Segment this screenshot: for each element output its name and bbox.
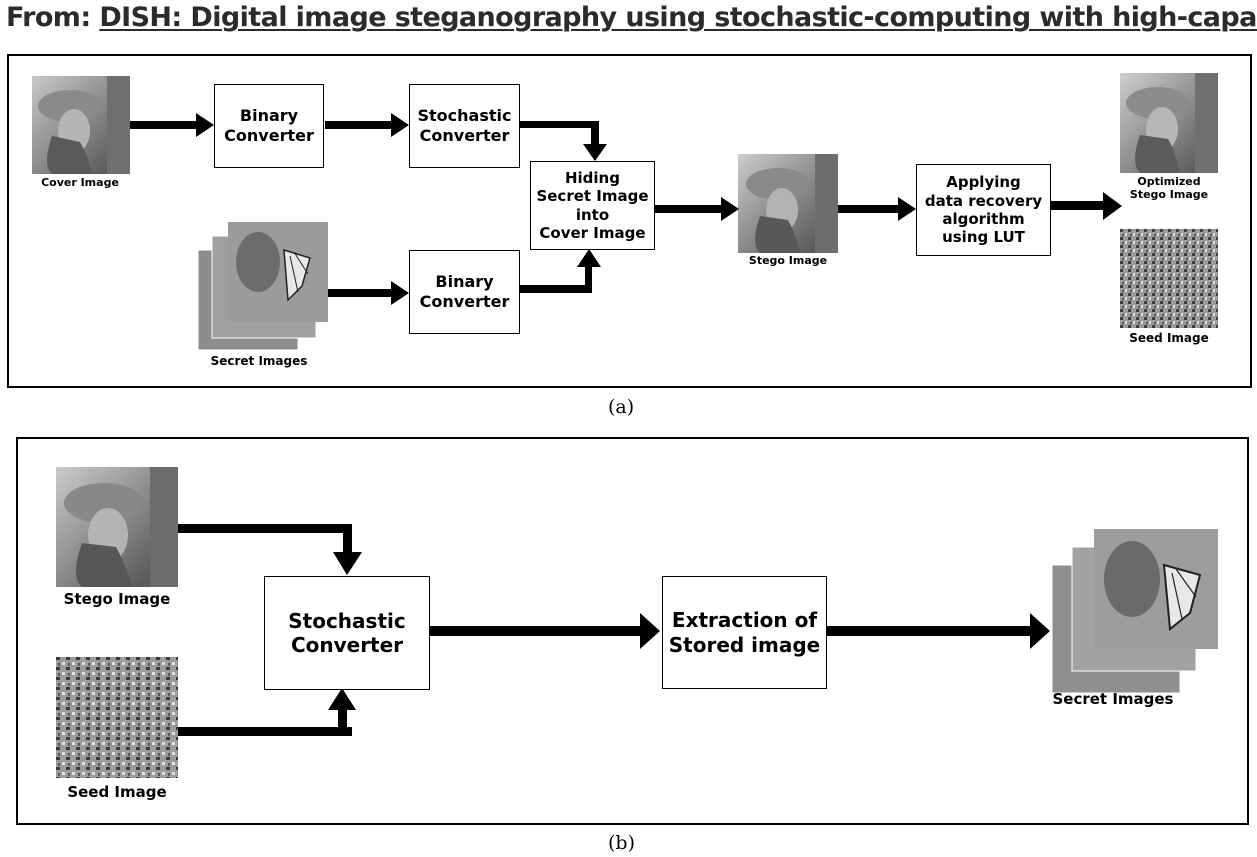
- arrow-stego-to-recovery: [838, 197, 916, 221]
- arrow-binary-to-stochastic: [325, 113, 409, 137]
- arrow-stochastic-to-hiding: [520, 121, 607, 161]
- arrow-stego-to-stochastic-b: [178, 524, 362, 575]
- binary-converter-box-2: Binary Converter: [409, 250, 520, 334]
- stego-image-caption-b: Stego Image: [63, 590, 171, 608]
- arrow-binary-to-hiding: [520, 249, 601, 293]
- secret-images-stack: [198, 222, 328, 350]
- arrow-secret-to-binary: [328, 281, 409, 305]
- stego-image: [738, 154, 838, 253]
- binary-converter-box-1: Binary Converter: [214, 84, 324, 168]
- seed-image-b: [56, 657, 178, 778]
- stochastic-converter-box: Stochastic Converter: [409, 84, 520, 168]
- data-recovery-box: Applying data recovery algorithm using L…: [916, 164, 1051, 256]
- optimized-stego-caption: Optimized Stego Image: [1129, 175, 1209, 202]
- source-header: From: DISH: Digital image steganography …: [6, 2, 1257, 33]
- paper-title-link[interactable]: DISH: Digital image steganography using …: [99, 2, 1257, 33]
- arrow-seed-to-stochastic-b: [178, 688, 356, 736]
- optimized-stego-image: [1120, 73, 1218, 173]
- stochastic-converter-box-b: Stochastic Converter: [264, 576, 430, 690]
- seed-image: [1120, 229, 1218, 328]
- arrow-extraction-to-secret: [827, 613, 1050, 649]
- hiding-secret-image-box: Hiding Secret Image into Cover Image: [530, 161, 655, 250]
- secret-images-caption: Secret Images: [210, 354, 308, 368]
- arrow-recovery-to-optimized: [1051, 192, 1122, 220]
- extraction-box: Extraction of Stored image: [662, 576, 827, 689]
- panel-a-label: (a): [608, 396, 635, 418]
- header-prefix: From:: [6, 2, 91, 33]
- panel-b-label: (b): [608, 832, 635, 854]
- stego-image-caption: Stego Image: [748, 254, 828, 267]
- arrow-hiding-to-stego: [655, 197, 739, 221]
- seed-image-caption: Seed Image: [1129, 331, 1209, 345]
- secret-images-caption-b: Secret Images: [1052, 690, 1174, 708]
- seed-image-caption-b: Seed Image: [67, 783, 167, 801]
- stego-image-b: [56, 467, 178, 587]
- secret-images-stack-b: [1052, 529, 1218, 693]
- arrow-stochastic-to-extraction: [430, 613, 660, 649]
- cover-image-caption: Cover Image: [41, 176, 119, 189]
- cover-image: [32, 76, 130, 174]
- arrow-cover-to-binary: [130, 113, 214, 137]
